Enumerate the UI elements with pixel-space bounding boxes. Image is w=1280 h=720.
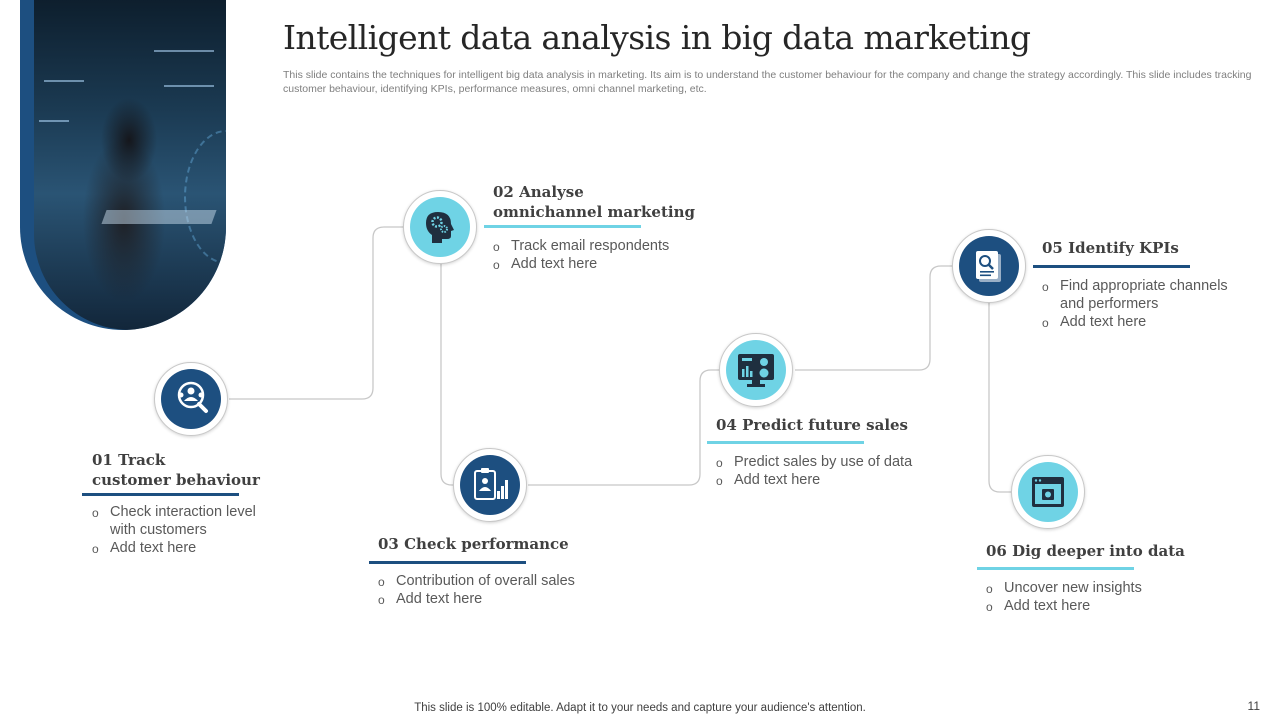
step-05-node	[952, 229, 1026, 303]
step-06-icon-bg	[1018, 462, 1078, 522]
hero-photo	[34, 0, 226, 330]
step-05-bullets: Find appropriate channels and performers…	[1042, 277, 1242, 332]
step-05-bullet: Find appropriate channels and performers	[1042, 277, 1242, 313]
connector-04-05	[795, 265, 953, 371]
slide-subtitle: This slide contains the techniques for i…	[283, 69, 1252, 95]
step-05-title: 05 Identify KPIs	[1042, 239, 1179, 257]
step-05-bullet: Add text here	[1042, 313, 1242, 332]
step-02-bullet: Add text here	[493, 255, 713, 274]
step-02-underline	[484, 225, 641, 228]
data-browser-icon	[1032, 477, 1064, 507]
performance-report-icon	[474, 468, 508, 500]
step-03-bullet: Add text here	[378, 590, 608, 609]
photo-light-streak	[154, 50, 214, 52]
sales-dashboard-icon	[738, 354, 774, 387]
connector-02-03	[440, 264, 455, 486]
step-02-title-line1: 02 Analyse	[493, 183, 584, 201]
step-03-bullet: Contribution of overall sales	[378, 572, 608, 591]
step-04-icon-bg	[726, 340, 786, 400]
step-01-icon-bg	[161, 369, 221, 429]
step-06-bullet: Add text here	[986, 597, 1216, 616]
step-04-title: 04 Predict future sales	[716, 416, 909, 434]
step-04-underline	[707, 441, 864, 444]
step-01-node	[154, 362, 228, 436]
step-01-underline	[82, 493, 239, 496]
step-06-bullets: Uncover new insights Add text here	[986, 579, 1216, 616]
connector-05-06	[988, 303, 1012, 493]
page-number: 11	[1247, 699, 1260, 713]
step-02-title: 02 Analyse omnichannel marketing	[493, 182, 695, 222]
step-04-bullets: Predict sales by use of data Add text he…	[716, 453, 946, 490]
connector-01-02	[229, 226, 404, 400]
step-03-underline	[369, 561, 526, 564]
step-06-bullet: Uncover new insights	[986, 579, 1216, 598]
footer-note: This slide is 100% editable. Adapt it to…	[414, 702, 866, 714]
hero-photo-frame	[20, 0, 226, 330]
step-01-title: 01 Track customer behaviour	[92, 450, 260, 490]
step-03-node	[453, 448, 527, 522]
step-03-title: 03 Check performance	[378, 535, 569, 553]
step-03-icon-bg	[460, 455, 520, 515]
step-01-title-line2: customer behaviour	[92, 471, 260, 489]
step-04-node	[719, 333, 793, 407]
step-06-title: 06 Dig deeper into data	[986, 542, 1185, 560]
connector-03-04	[528, 369, 720, 486]
step-05-icon-bg	[959, 236, 1019, 296]
step-02-bullets: Track email respondents Add text here	[493, 237, 713, 274]
step-05-underline	[1033, 265, 1190, 268]
customer-search-icon	[177, 381, 208, 413]
photo-light-streak	[164, 85, 214, 87]
step-01-bullets: Check interaction level with customers A…	[92, 503, 282, 558]
step-03-bullets: Contribution of overall sales Add text h…	[378, 572, 608, 609]
step-06-node	[1011, 455, 1085, 529]
photo-light-streak	[39, 120, 69, 122]
kpi-document-icon	[976, 251, 1001, 282]
step-02-bullet: Track email respondents	[493, 237, 713, 256]
step-01-bullet: Add text here	[92, 539, 282, 558]
step-02-node	[403, 190, 477, 264]
step-04-bullet: Add text here	[716, 471, 946, 490]
step-04-bullet: Predict sales by use of data	[716, 453, 946, 472]
head-gears-icon	[426, 212, 454, 243]
step-02-title-line2: omnichannel marketing	[493, 203, 695, 221]
photo-light-streak	[44, 80, 84, 82]
slide-title: Intelligent data analysis in big data ma…	[283, 18, 1031, 57]
step-01-bullet: Check interaction level with customers	[92, 503, 282, 539]
step-02-icon-bg	[410, 197, 470, 257]
step-06-underline	[977, 567, 1134, 570]
step-01-title-line1: 01 Track	[92, 451, 166, 469]
